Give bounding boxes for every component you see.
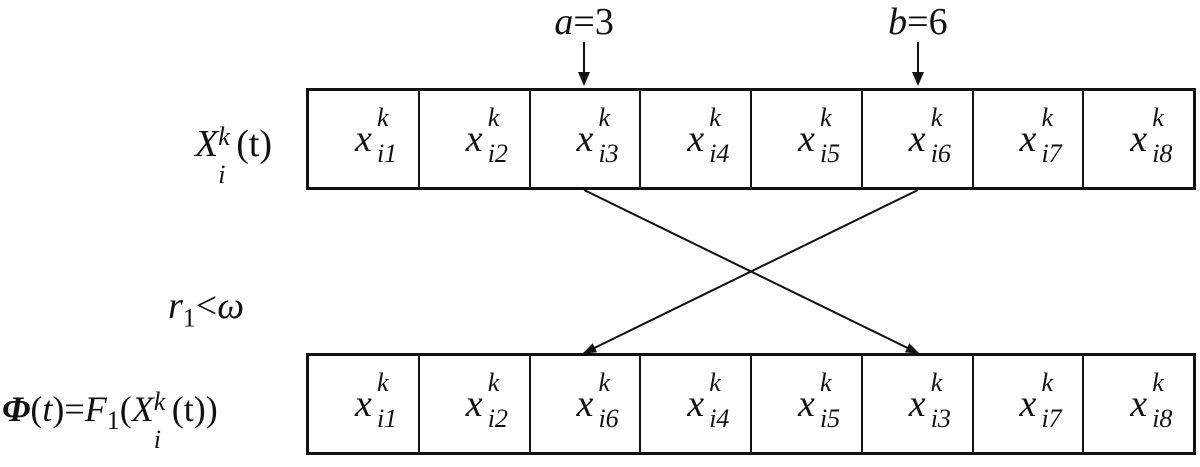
down-arrow-icon (911, 42, 924, 86)
pointer-a-label: a=3 (554, 1, 614, 43)
pointer-a: a=3 (514, 2, 654, 88)
swap-arrow-1 (583, 189, 920, 354)
swap-arrow-2 (582, 189, 919, 354)
pointer-b-label: b=6 (888, 1, 948, 43)
condition-label: r1<ω (168, 285, 245, 333)
down-arrow-icon (578, 42, 591, 86)
pointer-b: b=6 (848, 2, 988, 88)
